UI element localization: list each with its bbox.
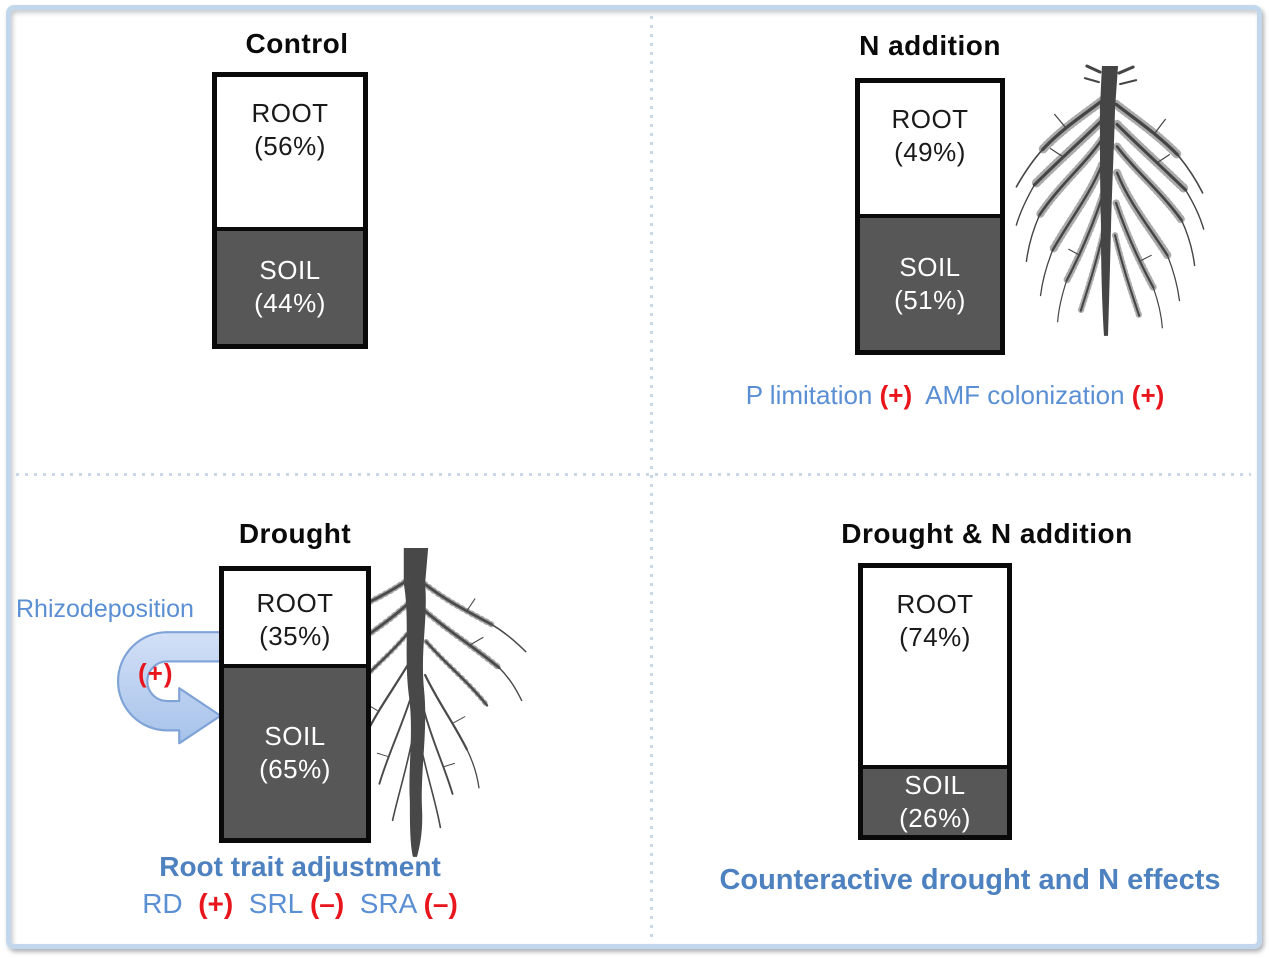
segment-label: ROOT <box>251 98 329 128</box>
bar-segment-root: ROOT (56%) <box>217 77 363 227</box>
bar-segment-root: ROOT (74%) <box>863 568 1007 765</box>
rhizodeposition-label: Rhizodeposition <box>16 595 194 623</box>
segment-percent: (49%) <box>894 137 966 167</box>
bar-segment-soil: SOIL (44%) <box>217 226 363 344</box>
text-segment: P limitation <box>745 380 880 410</box>
bar-segment-root: ROOT (49%) <box>860 83 1000 214</box>
text-segment: (+) <box>879 380 913 410</box>
panel-title-drought-n-addition: Drought & N addition <box>841 518 1133 549</box>
root-illustration-fibrous <box>1015 64 1205 336</box>
bar-segment-soil: SOIL (65%) <box>224 664 366 838</box>
text-segment: SRL <box>240 888 310 919</box>
segment-percent: (74%) <box>899 622 971 652</box>
stacked-bar-control: ROOT (56%) SOIL (44%) <box>212 72 368 349</box>
segment-label: ROOT <box>891 104 969 134</box>
panel-title-control: Control <box>245 28 349 59</box>
text-segment: (–) <box>309 888 352 919</box>
segment-percent: (35%) <box>259 621 331 651</box>
panel-title-drought: Drought <box>238 518 352 549</box>
text-segment: (+) <box>190 888 241 919</box>
segment-label: SOIL <box>264 721 326 752</box>
text-segment: AMF colonization <box>912 380 1132 410</box>
stacked-bar-n-addition: ROOT (49%) SOIL (51%) <box>855 78 1005 355</box>
rhizodeposition-arrow-icon <box>117 631 224 745</box>
rhizodeposition-plus-label: (+) <box>138 658 174 688</box>
segment-percent: (51%) <box>894 284 966 315</box>
annotation-drought: Root trait adjustment RD (+) SRL (–) SRA… <box>95 848 505 922</box>
stacked-bar-drought: ROOT (35%) SOIL (65%) <box>219 566 371 843</box>
segment-label: SOIL <box>259 255 321 286</box>
segment-percent: (65%) <box>259 754 331 785</box>
bar-segment-soil: SOIL (26%) <box>863 765 1007 835</box>
segment-label: SOIL <box>899 251 961 282</box>
segment-percent: (44%) <box>254 288 326 319</box>
segment-label: SOIL <box>904 770 966 800</box>
annotation-drought-title: Root trait adjustment <box>159 851 441 882</box>
segment-label: ROOT <box>256 588 334 618</box>
bar-segment-soil: SOIL (51%) <box>860 213 1000 350</box>
annotation-drought-traits: RD (+) SRL (–) SRA (–) <box>95 886 505 922</box>
text-segment: SRA <box>351 888 424 919</box>
quadrant-divider-horizontal <box>16 473 1251 476</box>
text-segment: RD <box>142 888 191 919</box>
annotation-drought-n-addition: Counteractive drought and N effects <box>719 864 1221 896</box>
bar-segment-root: ROOT (35%) <box>224 571 366 665</box>
stacked-bar-drought-n-addition: ROOT (74%) SOIL (26%) <box>858 563 1012 840</box>
text-segment: (–) <box>423 888 458 919</box>
panel-title-n-addition: N addition <box>859 30 1001 61</box>
quadrant-divider-vertical <box>650 16 653 938</box>
text-segment: (+) <box>1131 380 1165 410</box>
segment-label: ROOT <box>896 589 974 619</box>
segment-percent: (26%) <box>899 803 971 833</box>
figure-frame <box>6 5 1262 949</box>
annotation-n-addition: P limitation (+) AMF colonization (+) <box>700 380 1210 411</box>
segment-percent: (56%) <box>254 131 326 161</box>
